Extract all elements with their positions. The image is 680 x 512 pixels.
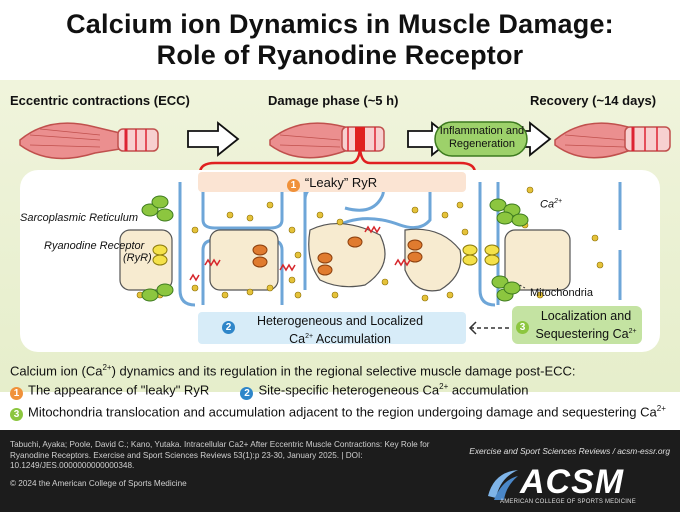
phase-ecc-label: Eccentric contractions (ECC) (10, 93, 190, 108)
phase-recovery-label: Recovery (~14 days) (530, 93, 657, 108)
callout-2-number: 2 (222, 321, 235, 334)
title-line-2: Role of Ryanodine Receptor (156, 40, 524, 70)
inflammation-label: Inflammation and Regeneration (439, 125, 525, 150)
citation: Tabuchi, Ayaka; Poole, David C.; Kano, Y… (10, 440, 430, 470)
ryr-label: Ryanodine Receptor (44, 240, 145, 252)
legend-item-2-tail: accumulation (448, 382, 529, 398)
callout-3-line-2-text: Sequestering Ca (535, 327, 629, 342)
title-line-1: Calcium ion Dynamics in Muscle Damage: (66, 9, 614, 39)
mito-label: Mitochondria (530, 287, 593, 299)
title-area: Calcium ion Dynamics in Muscle Damage: R… (0, 0, 680, 80)
inflammation-pill (434, 121, 528, 157)
callout-leaky-ryr (198, 172, 466, 192)
callout-heterogeneous (198, 312, 466, 344)
page-title: Calcium ion Dynamics in Muscle Damage: R… (0, 0, 680, 71)
acsm-swoosh-icon (488, 470, 518, 500)
copyright: © 2024 the American College of Sports Me… (10, 479, 187, 488)
cell-diagram (119, 182, 622, 307)
legend-item-2-charge: 2+ (439, 382, 449, 392)
muscle-icon-ecc (19, 122, 159, 160)
callout-3-text: Localization and Sequestering Ca2+ (530, 309, 642, 342)
arrow-icon-1 (187, 121, 240, 157)
callout-3-charge: 2+ (628, 328, 637, 335)
legend-item-3-row: 3 Mitochondria translocation and accumula… (10, 404, 675, 421)
legend-item-3: Mitochondria translocation and accumulat… (28, 403, 657, 419)
ryr-channels (152, 236, 500, 276)
callout-1-label: “Leaky” RyR (304, 175, 378, 190)
legend-item-1: The appearance of "leaky" RyR (28, 382, 210, 398)
legend-intro-b: ) dynamics and its regulation in the reg… (111, 363, 576, 379)
acsm-logo-subtitle: AMERICAN COLLEGE OF SPORTS MEDICINE (500, 499, 636, 505)
legend: Calcium ion (Ca2+) dynamics and its regu… (10, 363, 675, 425)
callout-2-text: Heterogeneous and Localized 2Ca2+ Accumu… (220, 314, 460, 347)
acsm-logo: ACSM (520, 463, 625, 501)
callout-3-number: 3 (516, 321, 529, 334)
mitochondria (141, 195, 529, 302)
legend-item-3-number: 3 (10, 407, 23, 421)
legend-item-2-number: 2 (240, 386, 254, 400)
leak-squiggles (189, 225, 411, 282)
callout-sequestering (512, 306, 642, 344)
dashed-connector (468, 321, 514, 335)
sr-label: Sarcoplasmic Reticulum (20, 212, 138, 224)
legend-intro-charge: 2+ (102, 363, 112, 372)
ca-label: Ca2+ (540, 198, 562, 211)
callout-leaky-ryr-text: 1 “Leaky” RyR (198, 175, 466, 192)
callout-2-line-1: Heterogeneous and Localized (256, 314, 424, 328)
callout-2-line-2-text: Accumulation (315, 332, 391, 347)
muscle-icon-damage (269, 122, 385, 159)
legend-item-1-row: 1 The appearance of "leaky" RyR 2 Site-spe… (10, 382, 675, 400)
ryr-abbr-label: (RyR) (123, 252, 152, 264)
callout-3-line-2: Sequestering Ca2+ (530, 324, 642, 342)
legend-item-3-charge: 2+ (656, 403, 666, 413)
legend-item-1-number: 1 (10, 386, 23, 400)
phase-damage-label: Damage phase (~5 h) (268, 93, 399, 108)
mito-pointer (517, 283, 526, 289)
journal-link[interactable]: Exercise and Sport Sciences Reviews / ac… (469, 446, 670, 456)
callout-1-number: 1 (286, 179, 300, 192)
muscle-icon-recovery (554, 122, 671, 159)
callout-3-line-1: Localization and (540, 309, 632, 323)
ca-label-charge: 2+ (554, 198, 563, 205)
ca-label-text: Ca (540, 198, 555, 211)
zoom-bracket (198, 144, 477, 174)
phase-illustrations (19, 121, 671, 174)
legend-intro-a: Calcium ion (Ca (10, 363, 103, 379)
callout-2-line-2: 2Ca2+ Accumulation (289, 332, 391, 347)
callout-2-charge: 2+ (305, 333, 314, 340)
footer: Tabuchi, Ayaka; Poole, David C.; Kano, Y… (0, 430, 680, 512)
legend-intro: Calcium ion (Ca2+) dynamics and its regu… (10, 363, 675, 378)
legend-item-2: Site-specific heterogeneous Ca (258, 382, 440, 398)
